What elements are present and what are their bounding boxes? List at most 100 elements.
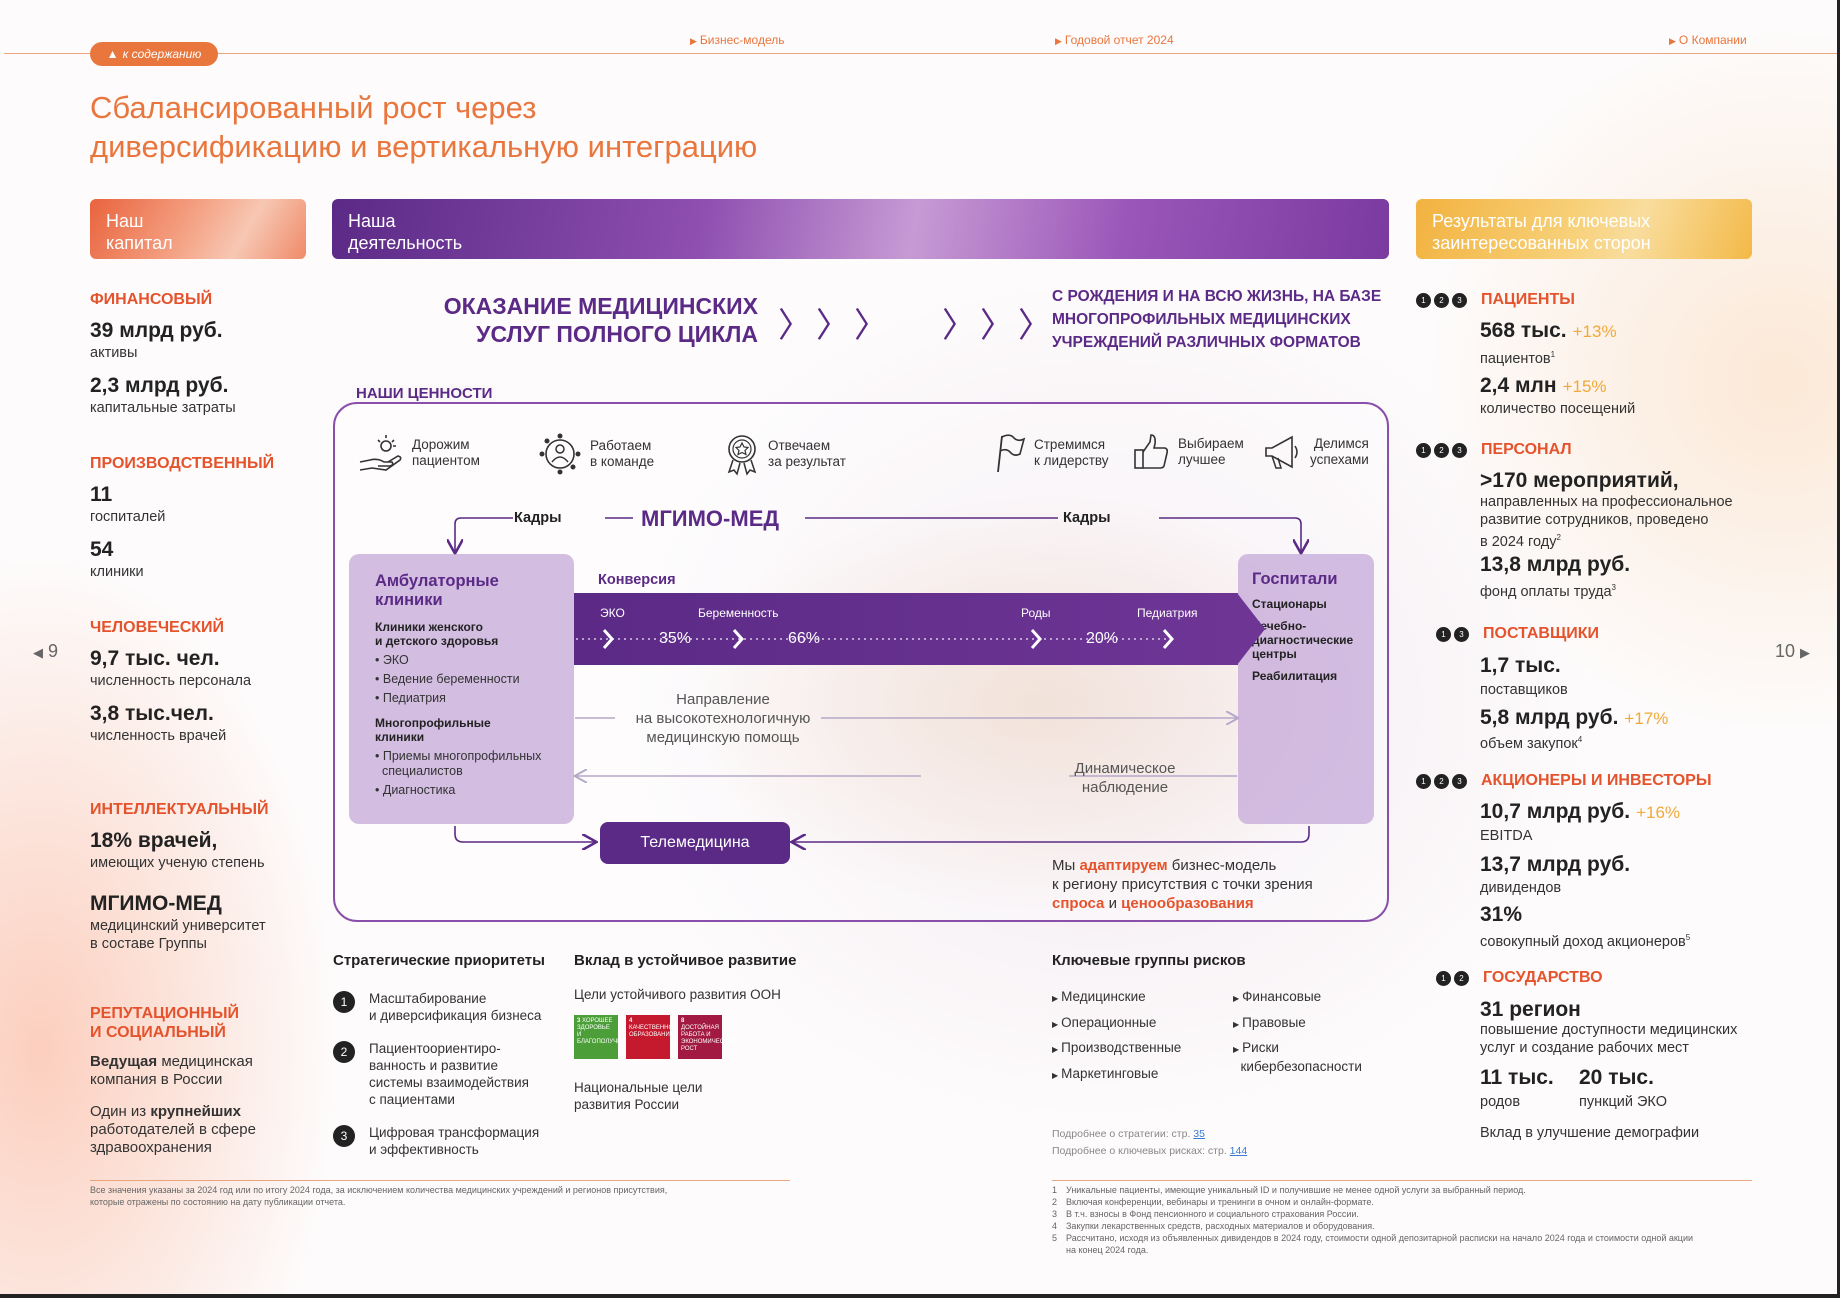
- team-network-icon: [539, 433, 581, 475]
- megaphone-icon: [1265, 435, 1298, 469]
- capital-value: 2,3 млрд руб.: [90, 374, 229, 397]
- flag-icon: [997, 434, 1026, 473]
- list-item: Реабилитация: [1252, 669, 1338, 683]
- list-item: • ЭКО: [375, 653, 409, 667]
- result-label: Вклад в улучшение демографии: [1480, 1125, 1700, 1141]
- sdg-8-icon: 8 ДОСТОЙНАЯ РАБОТА И ЭКОНОМИЧЕСКИЙ РОСТ: [678, 1015, 736, 1059]
- number-badge: 1: [333, 991, 355, 1013]
- risk-item: ▶Маркетинговые: [1052, 1066, 1159, 1081]
- capital-value: 18% врачей,: [90, 829, 218, 852]
- capital-label: активы: [90, 345, 138, 361]
- capital-label: клиники: [90, 564, 144, 580]
- play-arrow-icon: ▶: [1052, 1071, 1059, 1080]
- risk-item: ▶Медицинские: [1052, 989, 1146, 1004]
- priorities-heading: Стратегические приоритеты: [333, 952, 545, 969]
- hand-care-icon: [359, 435, 402, 471]
- nav-link-business-model[interactable]: ▶Бизнес-модель: [690, 33, 785, 47]
- back-to-contents-button[interactable]: ▲к содержанию: [90, 42, 218, 66]
- result-value: 13,7 млрд руб.: [1480, 853, 1631, 876]
- capital-value: МГИМО-МЕД: [90, 892, 222, 915]
- chevron-right-icon: 〉: [1018, 307, 1052, 345]
- strategy-more-link[interactable]: Подробнее о стратегии: стр. 35: [1052, 1128, 1205, 1140]
- sdg-3-icon: 3 ХОРОШЕЕ ЗДОРОВЬЕ И БЛАГОПОЛУЧИЕ: [574, 1015, 625, 1059]
- capital-value: 54: [90, 538, 114, 561]
- play-arrow-icon: ▶: [1233, 994, 1240, 1003]
- result-label: EBITDA: [1480, 828, 1533, 844]
- result-value: >170 мероприятий,: [1480, 469, 1679, 492]
- thumbs-up-icon: [1134, 434, 1169, 469]
- play-arrow-icon: ▶: [1055, 36, 1062, 46]
- play-arrow-icon: ▶: [690, 36, 697, 46]
- sustainability-heading: Вклад в устойчивое развитие: [574, 952, 797, 969]
- footer-rule-right: [1052, 1180, 1752, 1181]
- nav-link-about[interactable]: ▶О Компании: [1669, 33, 1747, 47]
- adapt-statement: Мы адаптируем бизнес-модель к региону пр…: [1052, 857, 1313, 912]
- conversion-percent: 35%: [659, 630, 692, 647]
- result-label: родов: [1480, 1094, 1521, 1110]
- result-label: пациентов1: [1480, 350, 1556, 367]
- chevron-right-icon: 〉: [980, 307, 1014, 345]
- result-label: совокупный доход акционеров5: [1480, 933, 1691, 950]
- chevron-right-icon: 〉: [942, 307, 976, 345]
- nav-link-annual-report[interactable]: ▶Годовой отчет 2024: [1055, 33, 1174, 47]
- play-arrow-icon: ▶: [1669, 36, 1676, 46]
- stage-pediatrics: Педиатрия: [1137, 606, 1198, 620]
- chevron-right-icon: 〉: [816, 307, 850, 345]
- result-value: 13,8 млрд руб.: [1480, 553, 1631, 576]
- result-label: пункций ЭКО: [1579, 1094, 1667, 1110]
- risks-more-link[interactable]: Подробнее о ключевых рисках: стр. 144: [1052, 1145, 1248, 1157]
- triangle-left-icon: ◀: [33, 645, 43, 660]
- list-item: • Приемы многопрофильных специалистов: [375, 749, 542, 778]
- next-page-button[interactable]: 10 ▶: [1775, 641, 1811, 661]
- capital-label: капитальные затраты: [90, 400, 236, 416]
- result-label: количество посещений: [1480, 401, 1636, 417]
- result-label: фонд оплаты труда3: [1480, 583, 1616, 600]
- result-value: 10,7 млрд руб.+16%: [1480, 800, 1681, 823]
- result-value: 31 регион: [1480, 998, 1581, 1021]
- prev-page-button[interactable]: ◀ 9: [33, 641, 59, 661]
- risk-item: ▶Правовые: [1233, 1015, 1306, 1030]
- chevron-right-icon: 〉: [854, 307, 888, 345]
- risk-item: ▶Производственные: [1052, 1040, 1182, 1055]
- stage-eco: ЭКО: [600, 606, 625, 620]
- sdg-label: Цели устойчивого развития ООН: [574, 987, 781, 1002]
- cadre-label-left: Кадры: [514, 510, 562, 526]
- capital-financial-heading: ФИНАНСОВЫЙ: [90, 291, 213, 308]
- result-value: 1,7 тыс.: [1480, 654, 1561, 677]
- frame-border-bottom: [0, 1294, 1840, 1298]
- result-value: 11 тыс.: [1480, 1066, 1554, 1089]
- conversion-arrow: [574, 593, 1238, 665]
- number-badge: 3: [333, 1125, 355, 1147]
- conversion-dotted-line: [576, 629, 1175, 649]
- flow-diagram-lines: [333, 517, 1310, 922]
- chevron-right-icon: 〉: [778, 307, 812, 345]
- values-label: НАШИ ЦЕННОСТИ: [352, 385, 497, 402]
- result-value: 20 тыс.: [1579, 1066, 1654, 1089]
